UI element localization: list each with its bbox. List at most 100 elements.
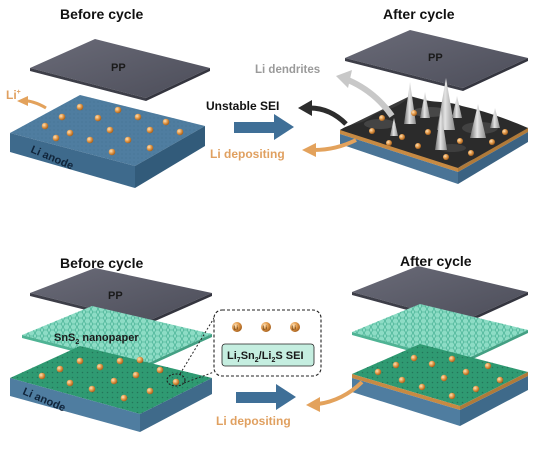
unstable-sei-arrowhead [298, 100, 312, 116]
bottom-li-depositing-arrow [317, 380, 364, 406]
sei-particle-text: Li [292, 326, 297, 332]
sei-particle-text: Li [234, 326, 239, 332]
unstable-sei-arrow [309, 105, 348, 126]
top-li-depositing-arrowhead [302, 143, 316, 157]
li-deposit [379, 115, 385, 121]
li-ion-release-arrowhead [17, 96, 28, 106]
bottom-left-li-ions [38, 356, 180, 402]
bottom-before-title: Before cycle [60, 255, 143, 271]
li-ion [124, 136, 132, 144]
li-ion [156, 366, 164, 374]
sei-li-particle [261, 322, 271, 332]
bottom-li-depositing-arrowhead [306, 397, 320, 412]
unstable-sei-label: Unstable SEI [206, 99, 279, 113]
li-deposit [489, 139, 495, 145]
li-deposit [428, 360, 436, 368]
top-right-pp-label: PP [428, 52, 443, 64]
bottom-after-title: After cycle [400, 253, 472, 269]
dendrite-spike [452, 96, 462, 118]
bottom-process-arrow [236, 384, 296, 410]
li-deposit [392, 361, 400, 369]
li-ion [56, 365, 64, 373]
top-right-anode-with-dendrites [340, 96, 528, 184]
li-ion [96, 363, 104, 371]
sei-li-particle [232, 322, 242, 332]
top-li-depositing-label: Li depositing [210, 147, 285, 161]
li-deposit [415, 143, 421, 149]
li-ion [162, 118, 170, 126]
li-deposit [369, 128, 375, 134]
li-ion [120, 394, 128, 402]
li-dendrites-label: Li dendrites [255, 64, 320, 76]
li-ion [38, 372, 46, 380]
li-ion [86, 136, 94, 144]
li-deposit [462, 368, 470, 376]
li-ion [76, 357, 84, 365]
li-ion [88, 385, 96, 393]
top-left-pp-label: PP [111, 62, 126, 74]
li-deposit [457, 138, 463, 144]
li-ion [146, 144, 154, 152]
li-deposit [399, 134, 405, 140]
li-ion [94, 114, 102, 122]
li-deposit [440, 374, 448, 382]
li-ion [66, 379, 74, 387]
li-ion [108, 148, 116, 156]
bottom-right-li-deposits [374, 354, 504, 400]
li-ion [146, 126, 154, 134]
sei-li-particle [290, 322, 300, 332]
li-deposit [374, 368, 382, 376]
bottom-right-sns2-nanopaper [352, 304, 528, 365]
top-right-li-deposits [369, 110, 508, 160]
li-ion [132, 371, 140, 379]
li-ion [146, 387, 154, 395]
li-deposit [448, 355, 456, 363]
li-deposit [386, 140, 392, 146]
li-dendrites-arrow [346, 77, 395, 118]
li-dendrites-arrowhead [336, 70, 352, 88]
li-ion [66, 129, 74, 137]
dendrite-spike [420, 92, 430, 118]
sei-particle-text: Li [263, 326, 268, 332]
top-li-depositing-arrow [313, 138, 357, 152]
li-ion-label: Li+ [6, 88, 21, 102]
li-ion [52, 134, 60, 142]
li-ion [110, 377, 118, 385]
top-after-title: After cycle [383, 6, 455, 22]
li-deposit [410, 354, 418, 362]
top-process-arrow [234, 114, 294, 140]
li-ion [41, 122, 49, 130]
li-deposit [443, 154, 449, 160]
zoom-connector-bottom [183, 371, 215, 384]
sns2-nanopaper-label: SnS2 nanopaper [54, 332, 139, 346]
dendrite-spike [435, 110, 447, 150]
top-left-li-anode: Li anode [10, 95, 205, 188]
dendrite-spike [470, 104, 486, 138]
zoom-connector-top [179, 317, 215, 375]
bottom-li-depositing-label: Li depositing [216, 414, 291, 428]
li-deposit [502, 129, 508, 135]
li-deposit [468, 150, 474, 156]
li-ion [58, 113, 66, 121]
li-ion [136, 356, 144, 364]
li-ion [176, 128, 184, 136]
li-deposit [484, 362, 492, 370]
top-before-title: Before cycle [60, 6, 143, 22]
sei-callout-box: Li Li Li Li7Sn2/Li2S SEI [213, 309, 322, 377]
li-dendrite-spikes [390, 78, 500, 150]
li-ion [106, 126, 114, 134]
li-deposit [411, 110, 417, 116]
li-ion [114, 106, 122, 114]
li-deposit [418, 383, 426, 391]
bottom-left-pp-label: PP [108, 290, 123, 302]
bottom-left-li-anode: Li anode [10, 346, 212, 432]
li-deposit [448, 392, 456, 400]
top-left-pp-separator: PP [30, 39, 210, 101]
li-deposit [425, 129, 431, 135]
li-deposit [496, 376, 504, 384]
bottom-right-li-anode [352, 344, 528, 426]
li-ion [76, 103, 84, 111]
sei-composition-label: Li7Sn2/Li2S SEI [227, 350, 304, 364]
li-ion [134, 113, 142, 121]
